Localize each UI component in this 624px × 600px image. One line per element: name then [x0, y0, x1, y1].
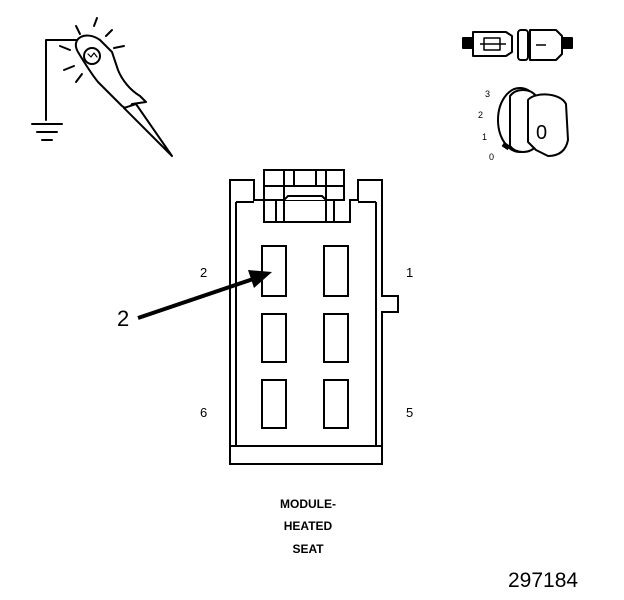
cavity-3 [323, 313, 349, 363]
ignition-key-label: 0 [536, 122, 547, 144]
ignition-position-1: 1 [482, 132, 487, 142]
connector-face [229, 169, 399, 465]
cavity-1 [323, 245, 349, 297]
ignition-position-2: 2 [478, 110, 483, 120]
caption-line-2: HEATED [284, 519, 333, 533]
figure-number: 297184 [508, 569, 578, 592]
cavity-4 [261, 313, 287, 363]
ignition-position-0: 0 [489, 152, 494, 162]
pin-cavities [261, 245, 349, 429]
caption-line-3: SEAT [292, 542, 324, 556]
cavity-2 [261, 245, 287, 297]
callout-arrow [137, 270, 272, 320]
pin-label-top-right: 1 [406, 265, 413, 280]
test-probe-ground-icon [31, 17, 173, 157]
connector-disconnected-icon [462, 29, 573, 61]
cavity-6 [261, 379, 287, 429]
pin-label-bottom-right: 5 [406, 405, 413, 420]
ignition-position-3: 3 [485, 89, 490, 99]
ignition-key-off-icon: 3 2 1 0 0 [478, 87, 569, 162]
cavity-5 [323, 379, 349, 429]
callout-label: 2 [117, 306, 129, 331]
pin-label-bottom-left: 6 [200, 405, 207, 420]
pin-label-top-left: 2 [200, 265, 207, 280]
caption-line-1: MODULE- [280, 497, 336, 511]
